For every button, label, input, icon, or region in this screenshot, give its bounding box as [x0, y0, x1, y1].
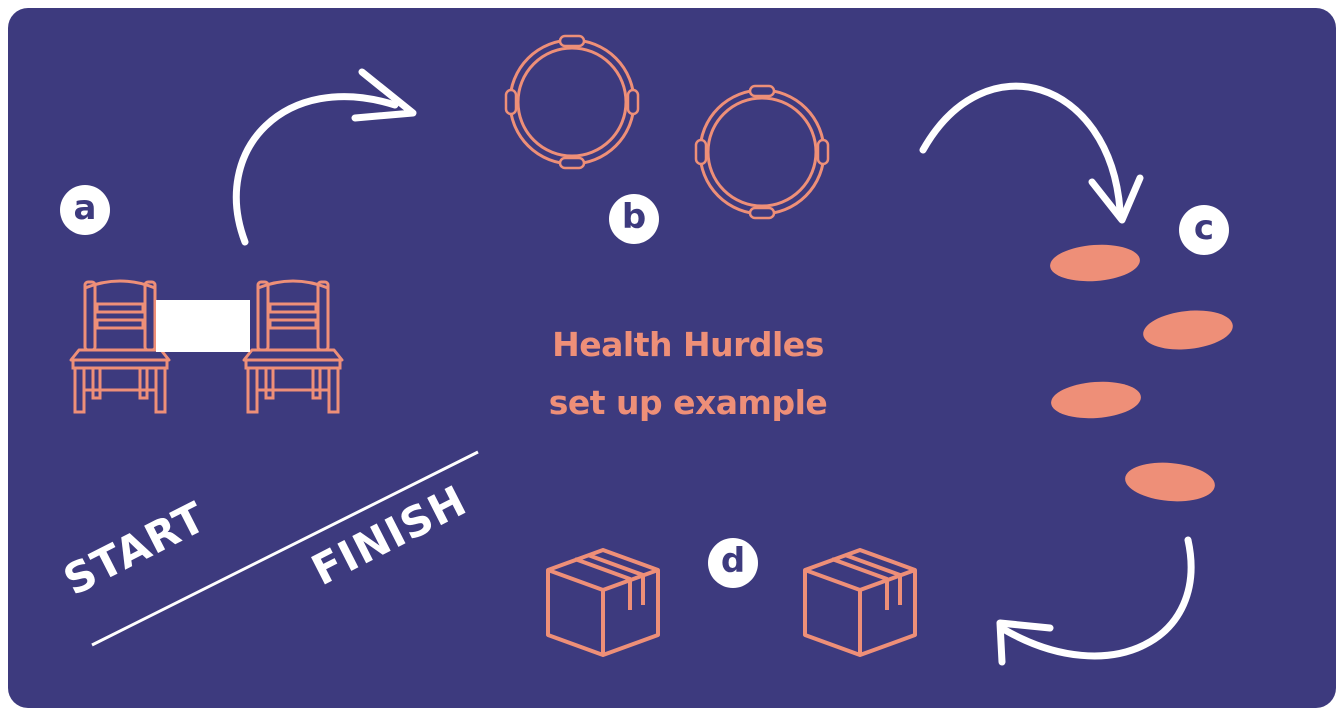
- arrow-b-to-c: [919, 82, 1144, 224]
- chairs-barrier-icon: [69, 279, 344, 414]
- station-b-badge: b: [609, 194, 659, 244]
- course-panel: a b c d Health Hurdles set up example ST…: [8, 8, 1336, 708]
- arrow-a-to-b: [232, 68, 417, 246]
- station-d-badge: d: [708, 538, 758, 588]
- station-a-badge: a: [60, 185, 110, 235]
- title-line-2: set up example: [548, 383, 828, 422]
- hoops-icon: [504, 34, 830, 220]
- course-diagram: [69, 34, 1233, 666]
- station-c-badge: c: [1179, 205, 1229, 255]
- stepping-stones-icon: [1050, 244, 1233, 502]
- start-finish-line: [91, 450, 479, 647]
- page-title: Health Hurdles set up example: [488, 316, 888, 432]
- title-line-1: Health Hurdles: [552, 325, 824, 364]
- arrow-c-to-d: [996, 536, 1195, 666]
